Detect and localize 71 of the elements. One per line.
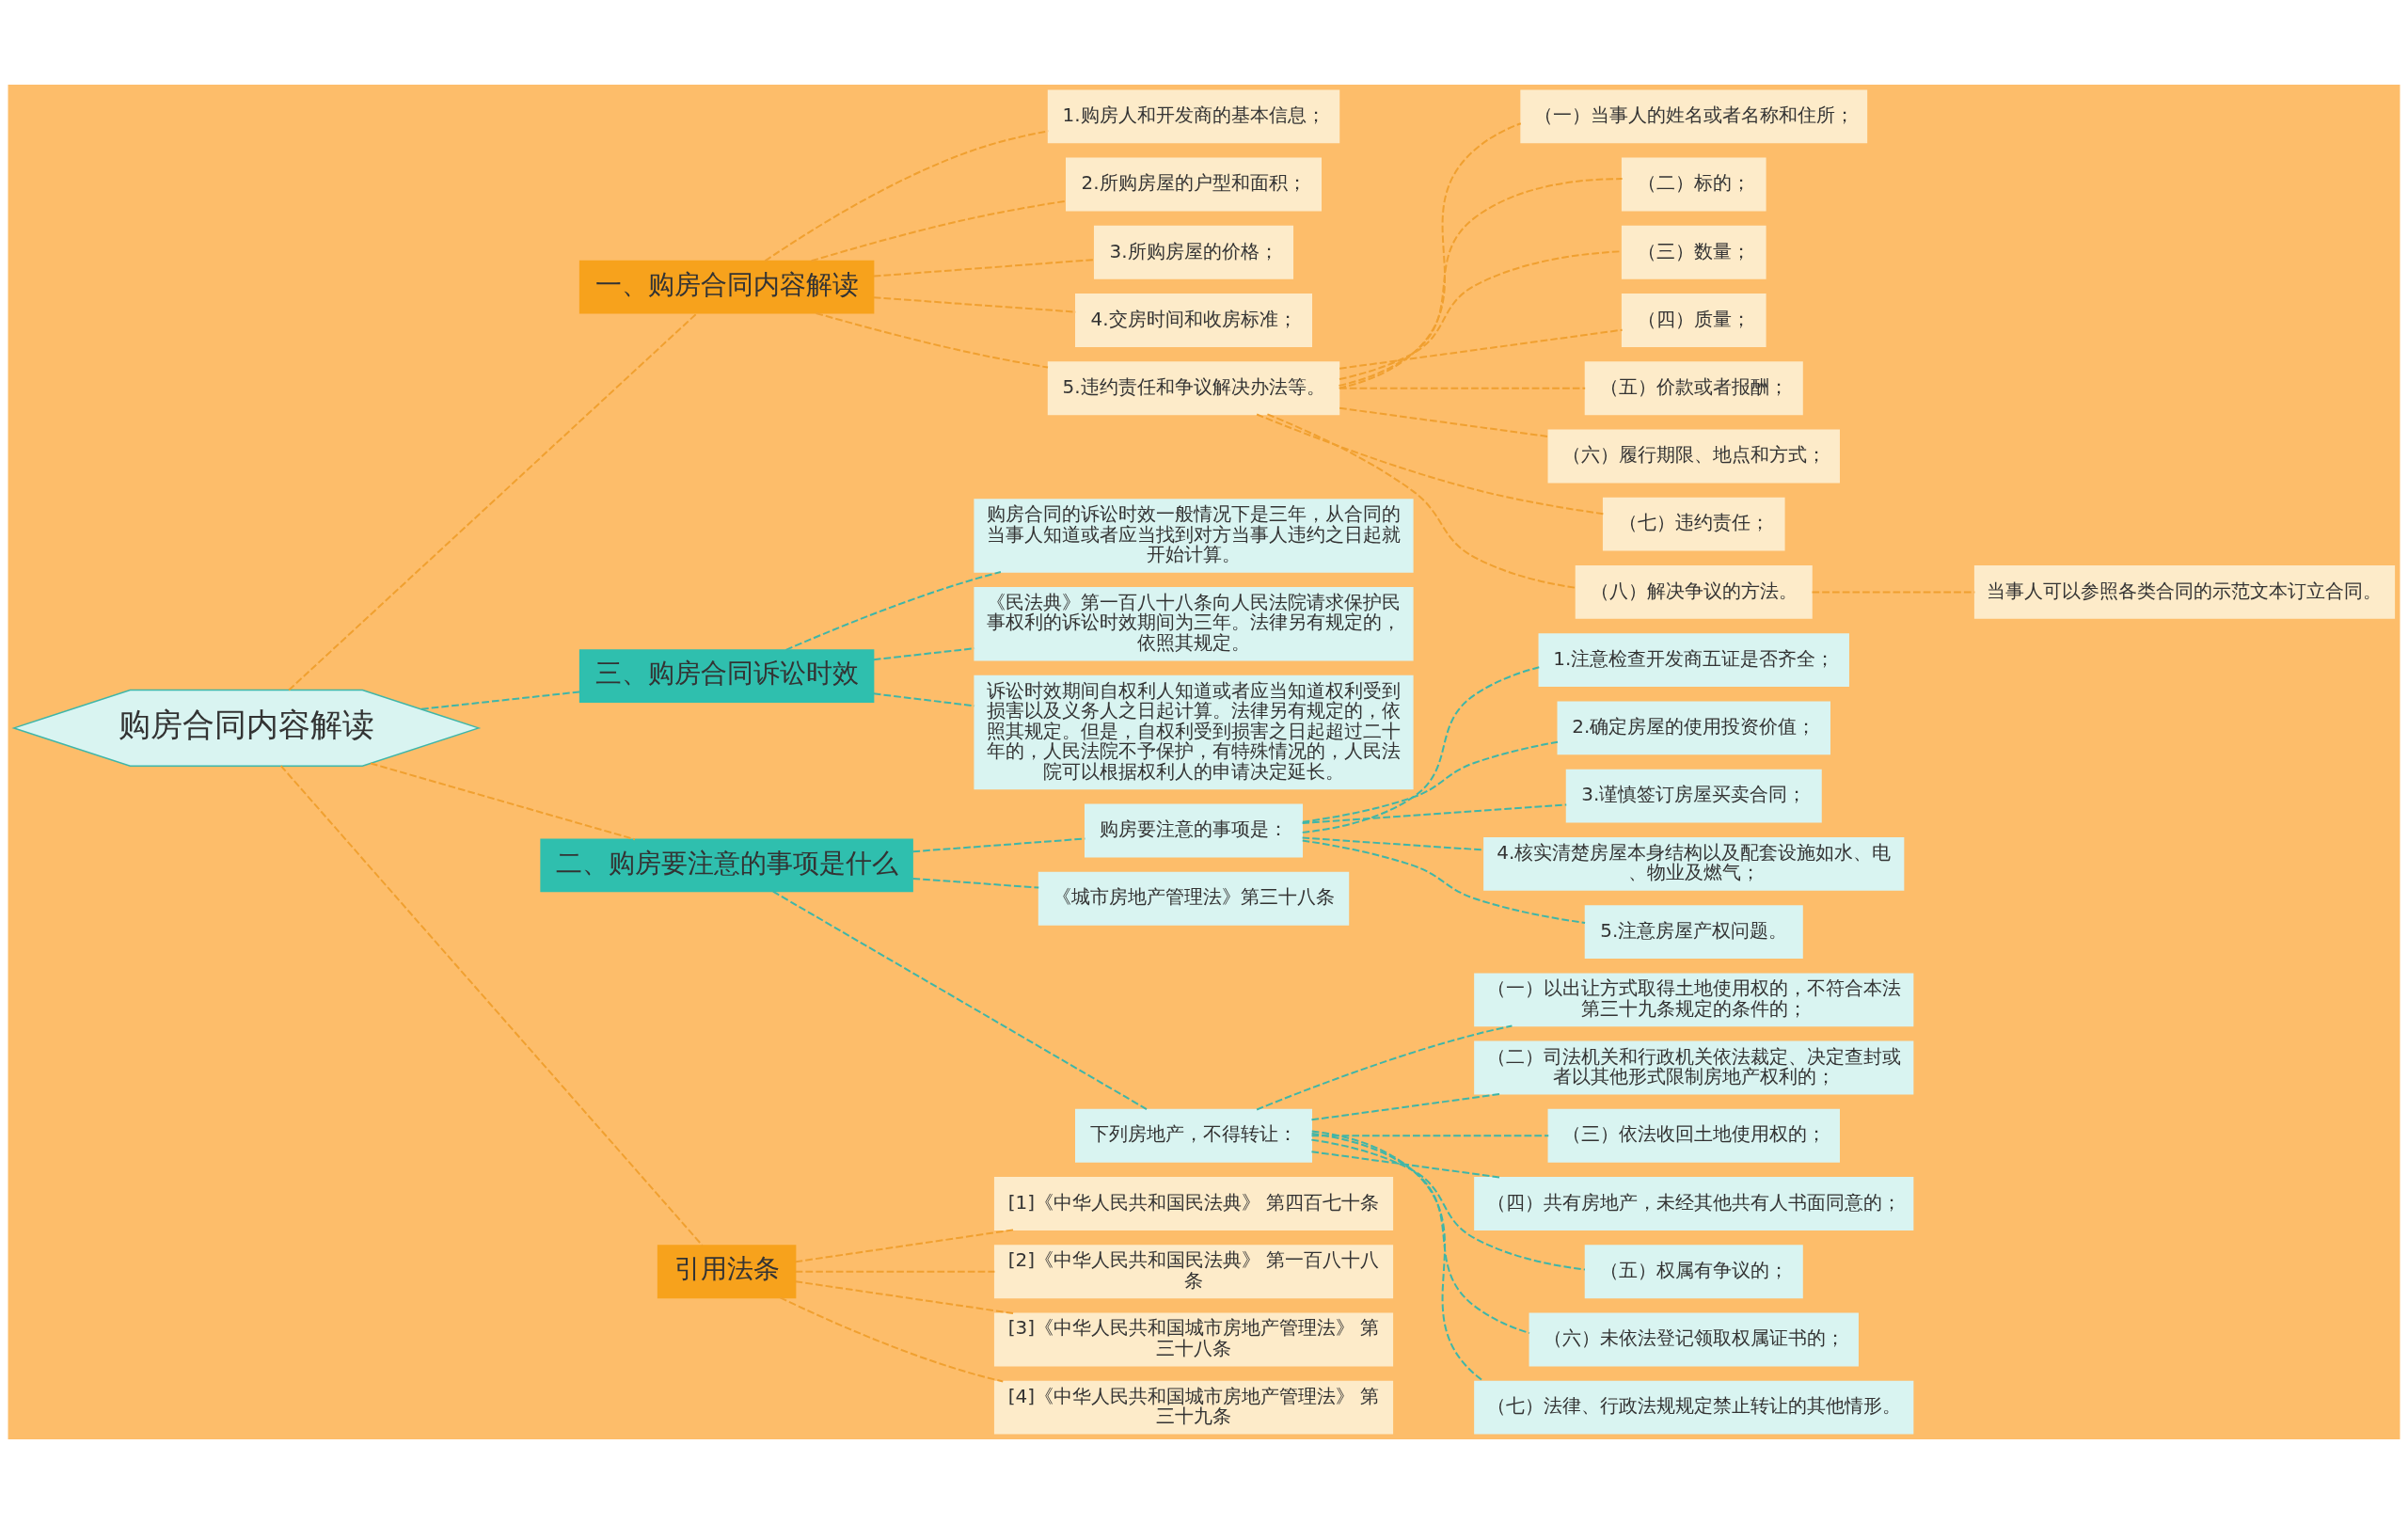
node-box: 诉讼时效期间自权利人知道或者应当知道权利受到损害以及义务人之日起计算。法律另有规定的，依照其规定。但是，自权利受到损害之日起超过二十年的，人民法院不予保护，有特殊情况的，人民法院可以根据权利人的申请决定延长。 xyxy=(974,675,1414,790)
node-box: 当事人可以参照各类合同的示范文本订立合同。 xyxy=(1973,565,2396,619)
node-box: （二）标的； xyxy=(1621,157,1766,212)
connector xyxy=(1266,413,1576,589)
node-box: （一）当事人的姓名或者名称和住所； xyxy=(1520,89,1868,144)
connector xyxy=(1310,1133,1530,1334)
node-box: （四）质量； xyxy=(1621,294,1766,347)
connector xyxy=(872,259,1096,278)
node-box: [1]《中华人民共和国民法典》 第四百七十条 xyxy=(993,1177,1394,1230)
node-box: 购房要注意的事项是： xyxy=(1085,803,1304,858)
connector xyxy=(1301,740,1559,823)
node-box: 《城市房地产管理法》第三十八条 xyxy=(1038,871,1350,926)
node-box: 2.所购房屋的户型和面积； xyxy=(1066,157,1322,212)
connector xyxy=(1338,122,1522,389)
node-box: （五）权属有争议的； xyxy=(1584,1245,1803,1299)
connector xyxy=(771,890,1149,1111)
node-box: 一、购房合同内容解读 xyxy=(578,260,875,314)
node-box: （四）共有房地产，未经其他共有人书面同意的； xyxy=(1474,1177,1914,1230)
connector xyxy=(794,1280,1016,1315)
node-box: 1.注意检查开发商五证是否齐全； xyxy=(1538,633,1849,688)
connector xyxy=(1301,803,1568,825)
connector xyxy=(1301,666,1541,833)
node-box: 2.确定房屋的使用投资价值； xyxy=(1557,701,1830,755)
connector xyxy=(1339,387,1587,389)
connector xyxy=(288,312,698,691)
connector xyxy=(1310,1135,1550,1137)
node-box: （一）以出让方式取得土地使用权的，不符合本法第三十九条规定的条件的； xyxy=(1474,973,1914,1027)
node-box: [2]《中华人民共和国民法典》 第一百八十八条 xyxy=(993,1245,1394,1299)
connector xyxy=(370,762,636,841)
node-box: 4.核实清楚房屋本身结构以及配套设施如水、电、物业及燃气； xyxy=(1483,836,1905,891)
node-box: 三、购房合同诉讼时效 xyxy=(578,649,875,703)
node-box: （六）未依法登记领取权属证书的； xyxy=(1529,1312,1859,1367)
connector xyxy=(794,1229,1016,1263)
node-box: 5.注意房屋产权问题。 xyxy=(1584,905,1803,959)
connector xyxy=(872,296,1077,313)
node-box: 5.违约责任和争议解决办法等。 xyxy=(1047,361,1340,416)
connector xyxy=(420,691,581,710)
node-box: （八）解决争议的方法。 xyxy=(1575,565,1813,619)
node-box: 1.购房人和开发商的基本信息； xyxy=(1047,89,1340,144)
node-box: （六）履行期限、地点和方式； xyxy=(1547,429,1840,484)
connector xyxy=(279,765,704,1246)
node-box: [4]《中华人民共和国城市房地产管理法》 第三十九条 xyxy=(993,1380,1394,1435)
node-box: 下列房地产，不得转让： xyxy=(1075,1108,1313,1163)
connector xyxy=(810,199,1068,262)
connector xyxy=(794,1270,996,1273)
connector xyxy=(779,1296,1005,1383)
connector xyxy=(911,877,1040,889)
node-box: （七）法律、行政法规规定禁止转让的其他情形。 xyxy=(1474,1380,1914,1435)
node-box: 《民法典》第一百八十八条向人民法院请求保护民事权利的诉讼时效期间为三年。法律另有规定的，依照其规定。 xyxy=(974,587,1414,661)
connector xyxy=(1256,1024,1513,1111)
node-box: 引用法条 xyxy=(657,1245,797,1299)
node-box: 3.谨慎签订房屋买卖合同； xyxy=(1565,769,1822,823)
connector xyxy=(1256,413,1605,516)
connector xyxy=(1301,839,1587,924)
connector xyxy=(784,570,1002,651)
node-box: （五）价款或者报酬； xyxy=(1584,361,1803,416)
node-box: 3.所购房屋的价格； xyxy=(1093,225,1294,279)
node-box: 购房合同的诉讼时效一般情况下是三年，从合同的当事人知道或者应当找到对方当事人违约之日起就开始计算。 xyxy=(974,499,1414,573)
node-box: （三）依法收回土地使用权的； xyxy=(1547,1108,1840,1163)
node-box: （七）违约责任； xyxy=(1602,497,1785,551)
node-box: [3]《中华人民共和国城市房地产管理法》 第三十八条 xyxy=(993,1312,1394,1367)
node-box: （二）司法机关和行政机关依法裁定、决定查封或者以其他形式限制房地产权利的； xyxy=(1474,1040,1914,1095)
node-box: 4.交房时间和收房标准； xyxy=(1075,294,1313,347)
connector xyxy=(815,311,1049,369)
node-box: 二、购房要注意的事项是什么 xyxy=(540,838,913,893)
connector xyxy=(1339,250,1624,381)
connector xyxy=(1339,406,1550,438)
connector xyxy=(1339,328,1624,370)
connector xyxy=(1338,178,1624,387)
node-box: （三）数量； xyxy=(1621,225,1766,279)
connector xyxy=(1310,1138,1586,1271)
